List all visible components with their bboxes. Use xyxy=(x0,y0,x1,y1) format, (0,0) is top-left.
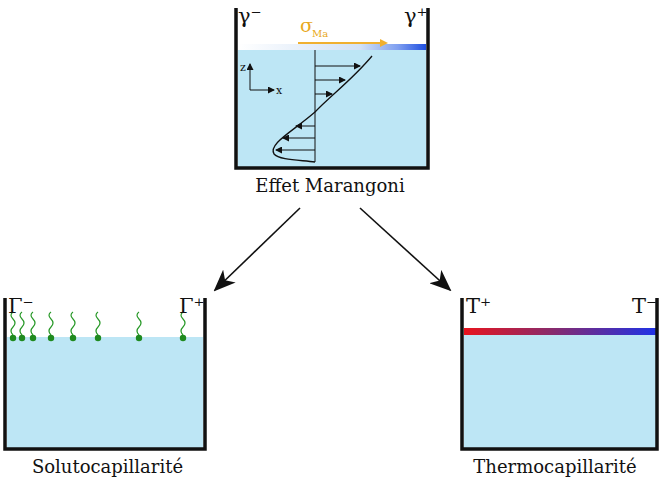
marangoni-panel: Effet Marangoni xyxy=(228,3,432,208)
stress-subscript: Ma xyxy=(312,29,328,39)
axis-z: z xyxy=(240,62,246,73)
soluto-tank xyxy=(5,298,205,449)
panel-caption: Thermocapillarité xyxy=(450,456,660,477)
tension-low: γ⁻ xyxy=(238,6,262,27)
branch-arrow xyxy=(360,208,450,290)
thermo-panel: Thermocapillarité xyxy=(450,290,660,490)
marangoni-stress: σ xyxy=(300,16,313,35)
panel-caption: Effet Marangoni xyxy=(228,175,432,196)
concentration-high: Γ⁺ xyxy=(179,296,205,317)
branch-arrow xyxy=(215,208,300,290)
panel-caption: Solutocapillarité xyxy=(0,456,215,477)
soluto-panel: Solutocapillarité xyxy=(0,290,215,490)
concentration-low: Γ⁻ xyxy=(8,296,34,317)
axis-x: x xyxy=(276,85,282,96)
temperature-high: T⁺ xyxy=(466,296,491,317)
marangoni-tank xyxy=(236,8,428,168)
thermo-tank xyxy=(462,298,657,449)
tension-high: γ⁺ xyxy=(404,6,428,27)
temperature-low: T⁻ xyxy=(632,296,657,317)
